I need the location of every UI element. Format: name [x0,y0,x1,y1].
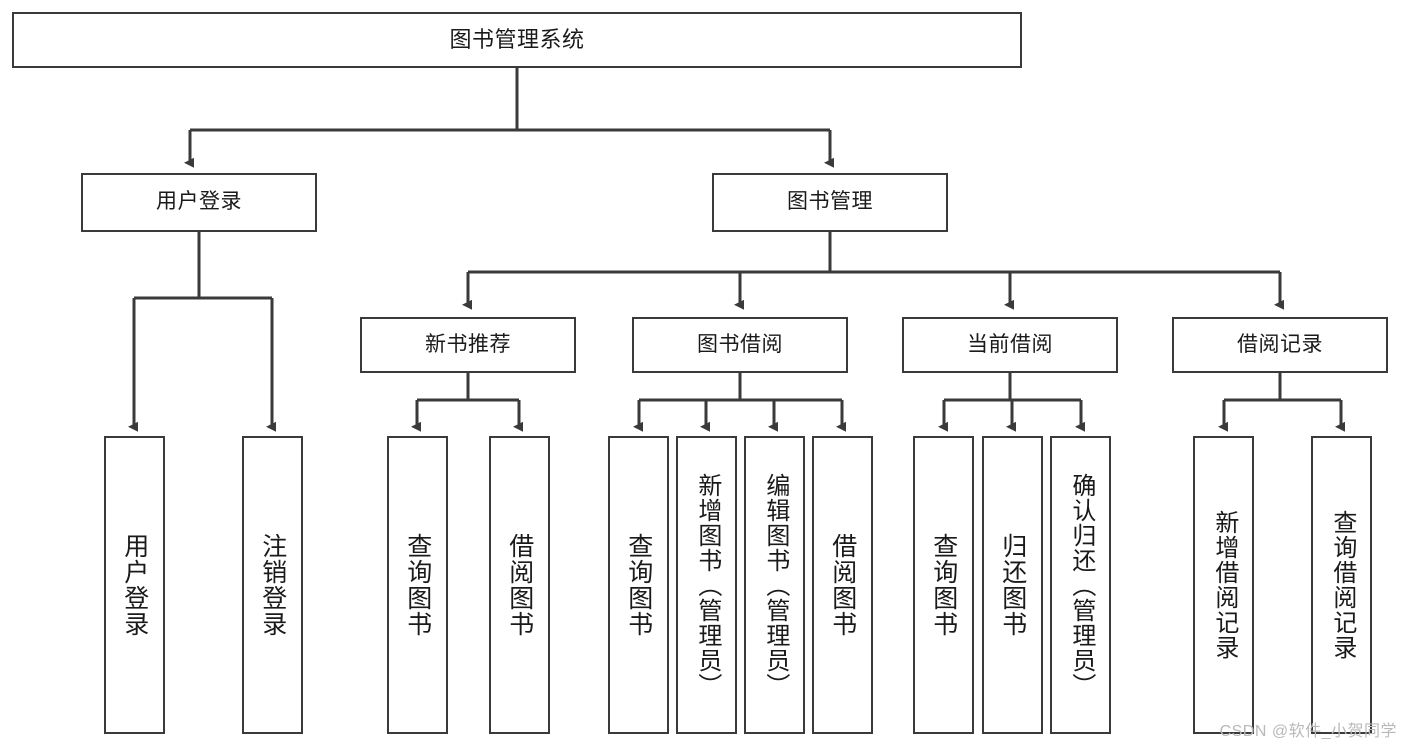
node-label: 新增借阅记录 [1210,510,1238,660]
node-label: 新书推荐 [425,332,511,356]
csdn-watermark: CSDN @软件_小贺同学 [1219,723,1397,740]
node-current-borrow[interactable]: 当前借阅 [902,317,1118,373]
node-label: 查询图书 [929,533,958,637]
node-user-login[interactable]: 用户登录 [81,173,317,232]
node-label: 借阅图书 [505,533,534,637]
leaf-newbook-borrow-book[interactable]: 借阅图书 [489,436,550,734]
leaf-record-query-borrow-record[interactable]: 查询借阅记录 [1311,436,1372,734]
node-label: 图书管理系统 [449,27,585,53]
leaf-login-logout[interactable]: 注销登录 [242,436,303,734]
node-root-system[interactable]: 图书管理系统 [12,12,1022,68]
node-label: 查询图书 [403,533,432,637]
leaf-record-add-borrow-record[interactable]: 新增借阅记录 [1193,436,1254,734]
node-book-borrow[interactable]: 图书借阅 [632,317,848,373]
node-label: 归还图书 [998,533,1027,637]
leaf-borrow-edit-book-admin[interactable]: 编辑图书（管理员） [744,436,805,734]
leaf-borrow-add-book-admin[interactable]: 新增图书（管理员） [676,436,737,734]
leaf-borrow-borrow-book[interactable]: 借阅图书 [812,436,873,734]
node-book-management[interactable]: 图书管理 [712,173,948,232]
node-new-book-recommend[interactable]: 新书推荐 [360,317,576,373]
leaf-current-query-book[interactable]: 查询图书 [913,436,974,734]
node-label: 当前借阅 [967,332,1053,356]
leaf-current-confirm-return-admin[interactable]: 确认归还（管理员） [1050,436,1111,734]
node-label: 注销登录 [258,533,287,637]
node-label: 编辑图书（管理员） [761,472,789,698]
node-label: 用户登录 [120,533,149,637]
leaf-newbook-query-book[interactable]: 查询图书 [387,436,448,734]
node-label: 借阅图书 [828,533,857,637]
node-borrow-record[interactable]: 借阅记录 [1172,317,1388,373]
node-label: 确认归还（管理员） [1067,472,1095,698]
node-label: 图书管理 [787,190,873,214]
node-label: 用户登录 [156,190,242,214]
node-label: 新增图书（管理员） [693,472,721,698]
node-label: 查询借阅记录 [1328,510,1356,660]
leaf-current-return-book[interactable]: 归还图书 [982,436,1043,734]
leaf-login-user-login[interactable]: 用户登录 [104,436,165,734]
leaf-borrow-query-book[interactable]: 查询图书 [608,436,669,734]
node-label: 图书借阅 [697,332,783,356]
node-label: 查询图书 [624,533,653,637]
node-label: 借阅记录 [1237,332,1323,356]
